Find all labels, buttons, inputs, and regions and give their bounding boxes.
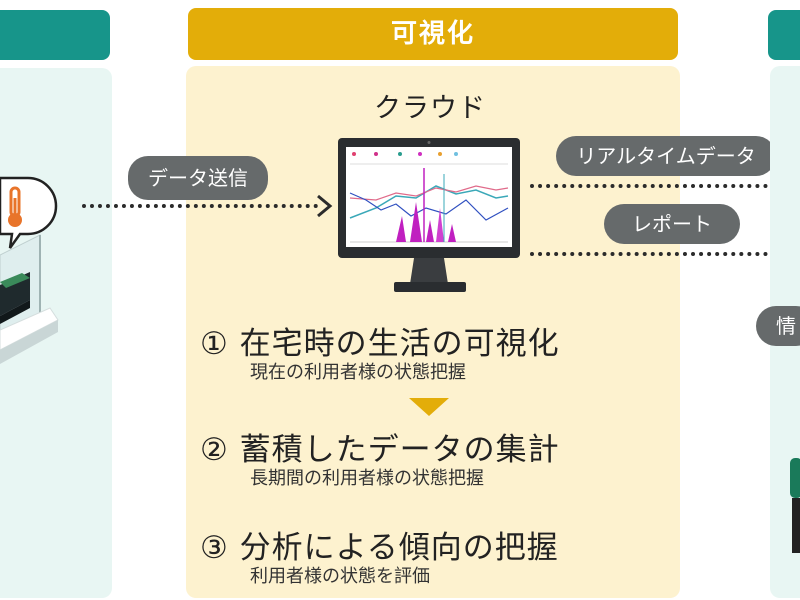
realtime-connector <box>530 184 800 188</box>
thermometer-icon <box>0 176 58 249</box>
data-send-label: データ送信 <box>128 156 268 200</box>
report-label: レポート <box>604 204 740 244</box>
realtime-data-label: リアルタイムデータ <box>556 136 776 176</box>
data-send-connector <box>82 204 318 208</box>
monitor-icon <box>338 138 520 292</box>
right-section-header <box>768 10 800 60</box>
right-partial-label: 情 <box>756 306 800 346</box>
step-3-subtitle: 利用者様の状態を評価 <box>250 566 430 587</box>
step-1-title: ① 在宅時の生活の可視化 <box>200 326 560 362</box>
center-section-header: 可視化 <box>188 8 678 60</box>
step-3-title: ③ 分析による傾向の把握 <box>200 530 559 566</box>
left-section-header <box>0 10 110 60</box>
cloud-label: クラウド <box>374 93 486 124</box>
arrow-right-icon <box>317 194 333 218</box>
step-2-subtitle: 長期間の利用者様の状態把握 <box>250 468 484 489</box>
report-connector <box>530 252 800 256</box>
person-icon <box>790 458 800 553</box>
step-2-title: ② 蓄積したデータの集計 <box>200 432 560 468</box>
step-1-subtitle: 現在の利用者様の状態把握 <box>250 362 466 383</box>
sensor-device-icon <box>0 234 59 364</box>
down-arrow-icon <box>409 398 449 416</box>
